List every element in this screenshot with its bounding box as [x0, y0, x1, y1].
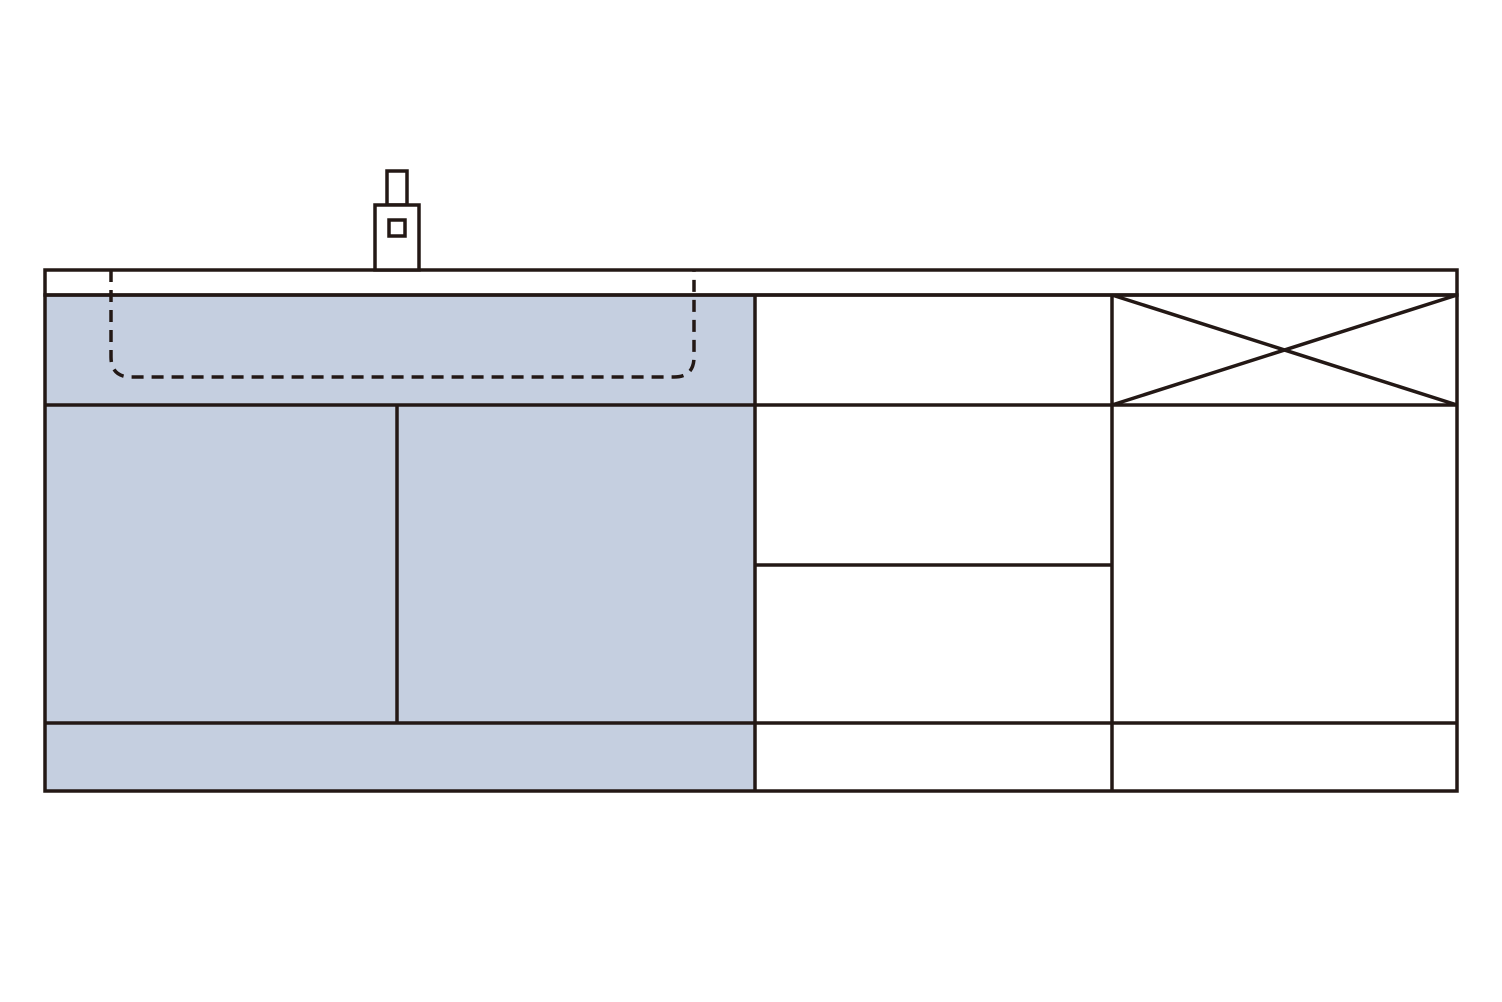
countertop [43, 268, 1459, 297]
sink-cabinet-fill [45, 295, 755, 791]
cross-line-2 [1111, 293, 1458, 407]
cabinet-body [43, 293, 1459, 793]
faucet-icon [373, 169, 421, 272]
sink-bowl-outline [109, 270, 696, 379]
